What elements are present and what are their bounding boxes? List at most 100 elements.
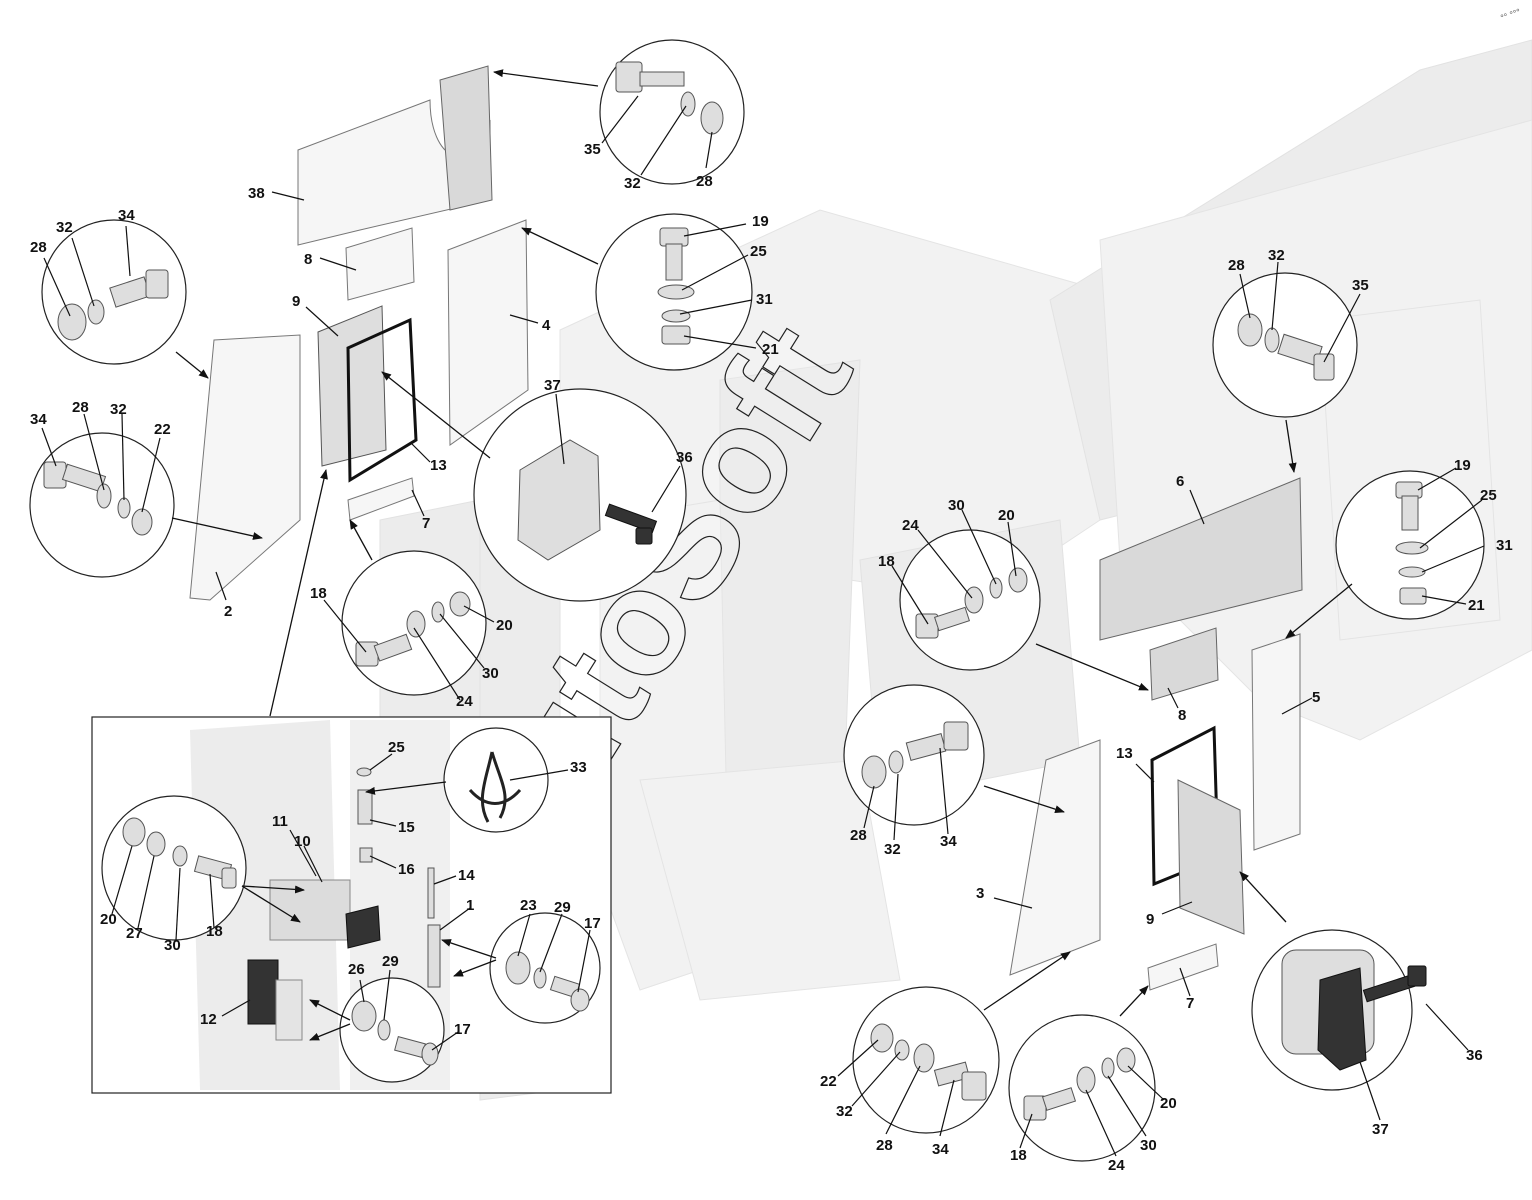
bolt-34-c — [43, 461, 153, 536]
callout-30: 30 — [1140, 1137, 1157, 1154]
callout-17: 17 — [584, 915, 601, 932]
callout-19: 19 — [1454, 457, 1471, 474]
callout-32: 32 — [1268, 247, 1285, 264]
callout-9: 9 — [292, 293, 300, 310]
callout-25: 25 — [750, 243, 767, 260]
part-5-side-panel — [1251, 633, 1301, 851]
callout-34: 34 — [30, 411, 47, 428]
leader-lines — [41, 95, 1485, 1157]
handle-37-36-a — [517, 439, 658, 561]
callout-5: 5 — [1312, 689, 1320, 706]
callout-30: 30 — [948, 497, 965, 514]
callout-19: 19 — [752, 213, 769, 230]
bolt-18-b — [915, 567, 1028, 639]
callout-28: 28 — [850, 827, 867, 844]
part-3-side-panel — [1009, 739, 1101, 976]
callout-22: 22 — [154, 421, 171, 438]
callout-31: 31 — [1496, 537, 1513, 554]
corner-mark: °° °°° — [1499, 7, 1522, 24]
callout-14: 14 — [458, 867, 475, 884]
callout-1: 1 — [466, 897, 474, 914]
callout-24: 24 — [1108, 1157, 1125, 1174]
callout-20: 20 — [100, 911, 117, 928]
callout-34: 34 — [932, 1141, 949, 1158]
callout-18: 18 — [1010, 1147, 1027, 1164]
callout-18: 18 — [878, 553, 895, 570]
callout-32: 32 — [836, 1103, 853, 1120]
callout-3: 3 — [976, 885, 984, 902]
part-38-top-cover — [297, 65, 493, 246]
part-4-side-panel — [447, 219, 529, 446]
callout-22: 22 — [820, 1073, 837, 1090]
detail-circle-33 — [443, 727, 549, 833]
callout-25: 25 — [1480, 487, 1497, 504]
part-7-strip-b — [1147, 943, 1219, 991]
callout-26: 26 — [348, 961, 365, 978]
callout-8: 8 — [304, 251, 312, 268]
callout-29: 29 — [554, 899, 571, 916]
callout-9: 9 — [1146, 911, 1154, 928]
callout-30: 30 — [482, 665, 499, 682]
bolt-34-f — [870, 1023, 987, 1101]
part-13-gasket — [346, 317, 418, 483]
callout-labels: 35 32 28 38 28 32 34 8 9 4 19 25 31 21 3… — [30, 141, 1513, 1174]
callout-8: 8 — [1178, 707, 1186, 724]
callout-32: 32 — [624, 175, 641, 192]
inset-small-parts — [356, 767, 435, 919]
callout-24: 24 — [456, 693, 473, 710]
callout-13: 13 — [430, 457, 447, 474]
bolt-18-c — [1023, 1047, 1136, 1121]
bolt-34-e — [861, 721, 969, 789]
callout-35: 35 — [1352, 277, 1369, 294]
detail-circle-26-29-17 — [339, 977, 445, 1083]
callout-30: 30 — [164, 937, 181, 954]
callout-28: 28 — [1228, 257, 1245, 274]
callout-32: 32 — [884, 841, 901, 858]
callout-16: 16 — [398, 861, 415, 878]
pointer-arrows — [171, 69, 1353, 1041]
part-2-side-panel — [189, 334, 301, 601]
callout-17: 17 — [454, 1021, 471, 1038]
bolt-35-a — [615, 61, 724, 135]
handle-37-36-b — [1281, 949, 1427, 1071]
part-6-panel — [1099, 477, 1303, 641]
callout-13: 13 — [1116, 745, 1133, 762]
callout-20: 20 — [496, 617, 513, 634]
callout-34: 34 — [118, 207, 135, 224]
hook-33 — [468, 751, 522, 823]
callout-20: 20 — [998, 507, 1015, 524]
callout-28: 28 — [30, 239, 47, 256]
part-7-strip — [347, 477, 415, 521]
callout-33: 33 — [570, 759, 587, 776]
bolt-34-b — [57, 269, 169, 341]
part-9-plate-b — [1177, 779, 1245, 935]
part-8-plate — [345, 227, 415, 301]
callout-24: 24 — [902, 517, 919, 534]
callout-36: 36 — [676, 449, 693, 466]
callout-34: 34 — [940, 833, 957, 850]
callout-18: 18 — [310, 585, 327, 602]
callout-27: 27 — [126, 925, 143, 942]
callout-23: 23 — [520, 897, 537, 914]
callout-10: 10 — [294, 833, 311, 850]
part-8-plate-b — [1149, 627, 1219, 701]
callout-4: 4 — [542, 317, 551, 334]
bolt-17-a — [505, 951, 590, 1012]
callout-7: 7 — [422, 515, 430, 532]
bolt-19-a — [657, 227, 695, 345]
callout-20: 20 — [1160, 1095, 1177, 1112]
bolt-35-b — [1237, 313, 1335, 381]
callout-29: 29 — [382, 953, 399, 970]
bolt-18-a — [355, 591, 471, 667]
callout-11: 11 — [272, 813, 288, 830]
callout-28: 28 — [72, 399, 89, 416]
bolt-18-d — [122, 817, 237, 889]
callout-12: 12 — [200, 1011, 217, 1028]
callout-31: 31 — [756, 291, 773, 308]
callout-28: 28 — [696, 173, 713, 190]
callout-15: 15 — [398, 819, 415, 836]
bolt-19-b — [1395, 481, 1429, 605]
callout-28: 28 — [876, 1137, 893, 1154]
